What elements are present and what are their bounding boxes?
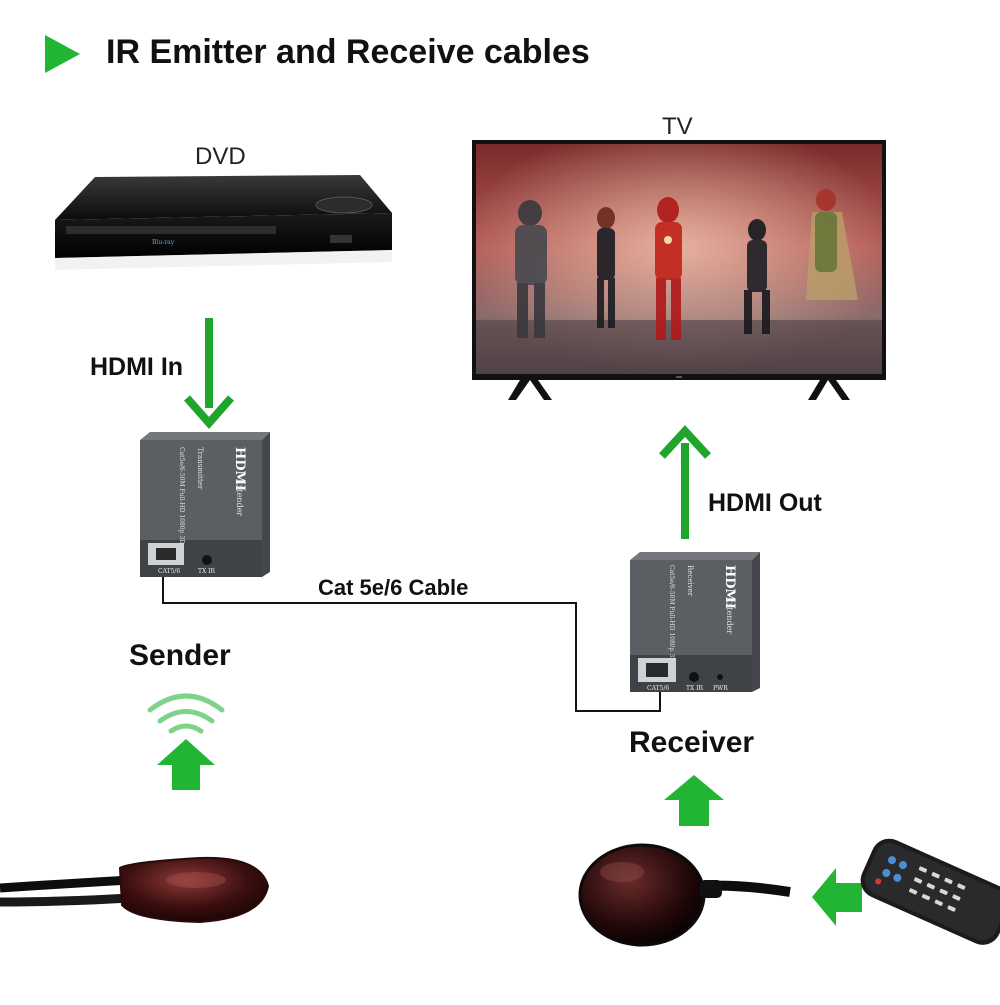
- tv-label: TV: [662, 113, 693, 140]
- tv-image: [472, 140, 886, 400]
- wifi-signal-icon: [147, 693, 225, 734]
- cat-cable-line: [162, 577, 661, 712]
- rx-spec-label: Cat5e/6-50M Full-HD 1080p 3D: [668, 565, 675, 662]
- receiver-device: CAT5/6 TX IR PWR HDMI Extender Cat5e/6-5…: [630, 552, 760, 692]
- rx-port-ir-label: TX IR: [686, 685, 704, 692]
- tx-port-rj45-label: CAT5/6: [158, 568, 180, 575]
- rx-hdmi-logo: HDMI: [722, 565, 737, 609]
- dvd-player-image: Blu-ray: [55, 175, 392, 270]
- rx-port-rj45-label: CAT5/6: [647, 685, 669, 692]
- arrow-up-icon: [157, 739, 215, 790]
- transmitter-device: CAT5/6 TX IR HDMI Extender Cat5e/6-50M F…: [140, 432, 270, 577]
- dvd-label: DVD: [195, 143, 246, 170]
- receiver-label: Receiver: [629, 726, 755, 759]
- play-triangle-icon: [45, 35, 80, 73]
- arrow-up-icon: [659, 425, 711, 539]
- hdmi-in-label: HDMI In: [90, 353, 184, 381]
- tx-hdmi-logo: HDMI: [232, 447, 247, 491]
- rx-role-label: Receiver: [686, 565, 694, 597]
- sender-label: Sender: [129, 639, 231, 672]
- cable-label: Cat 5e/6 Cable: [318, 575, 469, 600]
- tx-role-label: Transmitter: [196, 447, 204, 490]
- rx-brand-label: Extender: [725, 597, 734, 634]
- hdmi-out-label: HDMI Out: [708, 489, 822, 517]
- tx-spec-label: Cat5e/6-50M Full-HD 1080p 3D: [178, 447, 185, 544]
- remote-control-image: [860, 838, 1000, 945]
- tx-port-ir-label: TX IR: [198, 568, 216, 575]
- arrow-up-icon: [664, 775, 724, 826]
- svg-text:Blu-ray: Blu-ray: [152, 239, 175, 246]
- arrow-down-icon: [183, 318, 235, 430]
- tx-brand-label: Extender: [235, 479, 244, 516]
- ir-emitter-image: [0, 856, 270, 924]
- rx-port-pwr-label: PWR: [713, 685, 728, 692]
- ir-receiver-image: [578, 843, 791, 947]
- arrow-left-icon: [812, 868, 862, 926]
- page-title: IR Emitter and Receive cables: [106, 33, 590, 71]
